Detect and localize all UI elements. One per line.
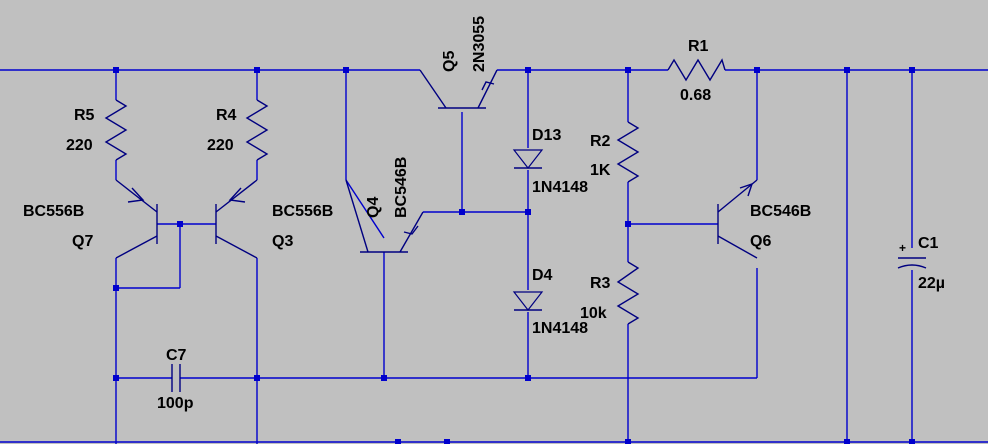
c1-polarity: + — [899, 241, 906, 255]
capacitor-c7: C7 100p — [157, 347, 194, 412]
capacitor-c1: + C1 22µ — [897, 235, 945, 292]
transistor-q4: Q4 BC546B — [345, 157, 424, 253]
diode-d4: D4 1N4148 — [512, 267, 588, 337]
q5-ref: Q5 — [441, 51, 458, 72]
transistor-q5: Q5 2N3055 — [419, 16, 498, 109]
d13-ref: D13 — [532, 127, 561, 144]
transistor-q7: BC556B Q7 — [23, 179, 158, 259]
r4-value: 220 — [207, 137, 234, 154]
junctions — [113, 67, 915, 444]
q3-value: BC556B — [272, 203, 333, 220]
d13-value: 1N4148 — [532, 179, 588, 196]
d4-value: 1N4148 — [532, 320, 588, 337]
q7-ref: Q7 — [72, 233, 93, 250]
c1-ref: C1 — [918, 235, 939, 252]
q6-ref: Q6 — [750, 233, 771, 250]
diode-d13: D13 1N4148 — [512, 127, 588, 196]
r2-value: 1K — [590, 162, 611, 179]
q7-value: BC556B — [23, 203, 84, 220]
r5-value: 220 — [66, 137, 93, 154]
r3-ref: R3 — [590, 275, 611, 292]
r1-ref: R1 — [688, 38, 709, 55]
resistor-r5: R5 220 — [66, 99, 128, 161]
r4-ref: R4 — [216, 107, 237, 124]
q4-ref: Q4 — [365, 197, 382, 218]
r5-ref: R5 — [74, 107, 95, 124]
c7-value: 100p — [157, 395, 194, 412]
resistor-r3: R3 10k — [580, 261, 640, 325]
r3-value: 10k — [580, 305, 607, 322]
r2-ref: R2 — [590, 133, 611, 150]
q6-value: BC546B — [750, 203, 811, 220]
resistor-r1: R1 0.68 — [667, 38, 726, 104]
wires — [0, 69, 988, 444]
q5-value: 2N3055 — [471, 16, 488, 72]
r1-value: 0.68 — [680, 87, 711, 104]
q4-value: BC546B — [393, 157, 410, 218]
resistor-r2: R2 1K — [590, 121, 640, 183]
c7-ref: C7 — [166, 347, 187, 364]
d4-ref: D4 — [532, 267, 553, 284]
transistor-q3: BC556B Q3 — [215, 179, 333, 259]
c1-value: 22µ — [918, 275, 945, 292]
q3-ref: Q3 — [272, 233, 293, 250]
transistor-q6: BC546B Q6 — [717, 179, 811, 259]
resistor-r4: R4 220 — [207, 99, 269, 161]
